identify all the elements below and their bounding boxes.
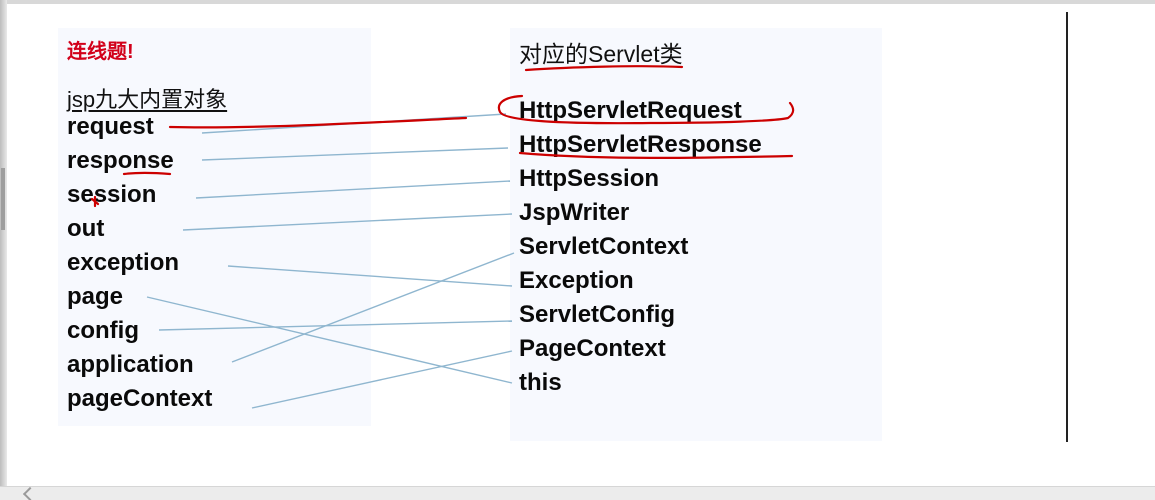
left-item-out: out	[67, 215, 105, 242]
right-item-servletcontext: ServletContext	[519, 233, 689, 260]
left-column-heading: jsp九大内置对象	[67, 87, 228, 112]
left-item-request: request	[67, 113, 154, 140]
left-scrollbar[interactable]	[0, 0, 7, 500]
bottom-scrollbar[interactable]	[0, 486, 1155, 500]
vertical-divider	[1066, 12, 1068, 442]
left-item-session: session	[67, 181, 157, 208]
right-item-servletconfig: ServletConfig	[519, 301, 676, 328]
right-item-this: this	[519, 369, 562, 396]
right-item-httpsession: HttpSession	[519, 165, 660, 192]
left-item-response: response	[67, 147, 174, 174]
left-item-pagecontext: pageContext	[67, 385, 213, 412]
right-column-heading: 对应的Servlet类	[519, 41, 683, 67]
right-item-pagecontext: PageContext	[519, 335, 666, 362]
left-item-application: application	[67, 351, 194, 378]
left-item-exception: exception	[67, 249, 180, 276]
top-toolbar-strip	[0, 0, 1155, 4]
left-item-config: config	[67, 317, 139, 344]
right-item-jspwriter: JspWriter	[519, 199, 630, 226]
right-item-exception: Exception	[519, 267, 634, 294]
right-item-httpservletresponse: HttpServletResponse	[519, 131, 762, 158]
right-item-httpservletrequest: HttpServletRequest	[519, 97, 742, 124]
left-item-page: page	[67, 283, 124, 310]
quiz-title: 连线题!	[67, 41, 134, 63]
